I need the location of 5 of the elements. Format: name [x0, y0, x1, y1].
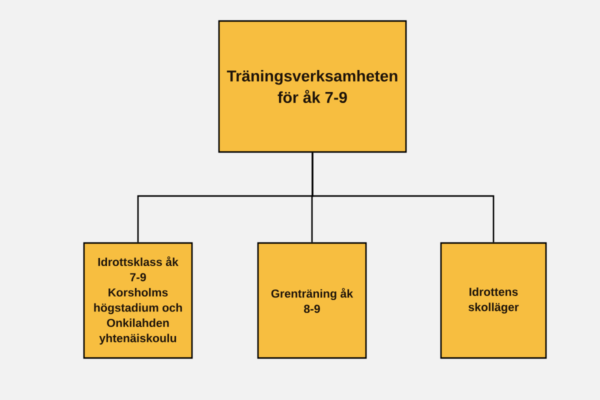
process-box: Grenträning åk 8-9 [257, 242, 367, 359]
process-box: Träningsverksamheten för åk 7-9 [218, 20, 407, 153]
process-box: Idrottens skolläger [440, 242, 547, 359]
process-box: Idrottsklass åk 7-9 Korsholms högstadium och Onkilahden yhtenäiskoulu [83, 242, 193, 359]
connector-line [312, 152, 494, 242]
